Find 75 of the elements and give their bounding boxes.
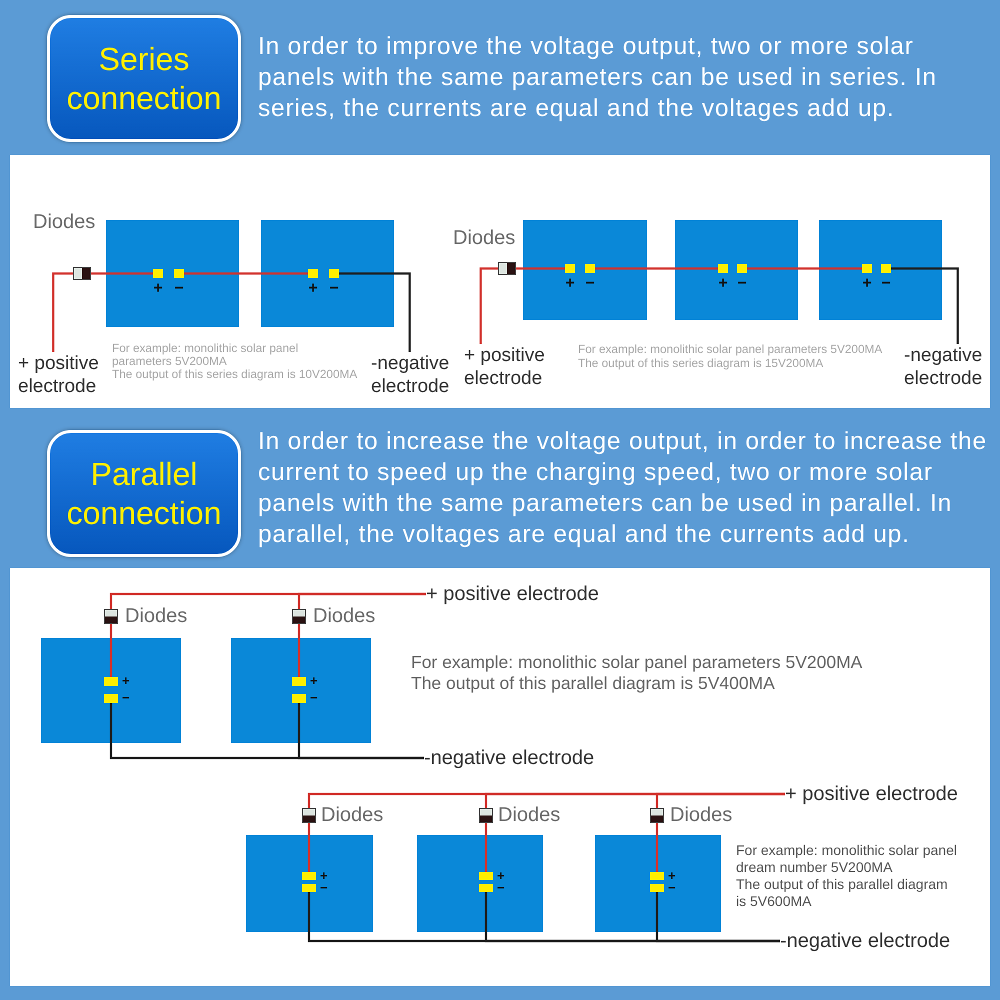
- polarity-sign: +: [122, 674, 130, 687]
- polarity-sign: +: [308, 281, 318, 297]
- description-text: In order to improve the voltage output, two or more solar panels with the same parameters can be used in series. In series, the currents are equal and the voltages add up.: [258, 32, 938, 124]
- description-text: In order to increase the voltage output, in order to increase the current to speed up the charging speed, two or more solar panels with the same parameters can be used in parallel. In parallel, the voltages are equal and the currents add up.: [258, 427, 988, 550]
- electrode-label: + positive electrode: [18, 352, 106, 400]
- wire: [656, 823, 658, 872]
- diode-label: Diodes: [670, 805, 732, 825]
- example-note: For example: monolithic solar panel parameters 5V200MA: [411, 652, 862, 673]
- example-note: The output of this parallel diagram is 5V400MA: [411, 673, 775, 694]
- electrode-label: + positive electrode: [785, 782, 963, 806]
- polarity-sign: −: [497, 881, 505, 894]
- wire: [308, 823, 310, 872]
- solar-panel: [523, 220, 647, 320]
- polarity-sign: +: [565, 276, 575, 292]
- polarity-sign: −: [174, 281, 184, 297]
- solar-panel: [819, 220, 942, 320]
- wire: [184, 272, 308, 275]
- wire: [516, 267, 565, 270]
- wire: [595, 267, 718, 270]
- section-heading: Parallel connection: [47, 430, 241, 557]
- electrode-label: -negative electrode: [904, 344, 988, 392]
- polarity-sign: −: [737, 276, 747, 292]
- wire: [484, 823, 488, 872]
- polarity-sign: −: [122, 691, 130, 704]
- diode-label: Diodes: [125, 606, 188, 626]
- electrode-label: + positive electrode: [426, 582, 604, 606]
- electrode-label: -negative electrode: [424, 746, 602, 770]
- electrode-label: -negative electrode: [780, 929, 958, 953]
- solar-panel: [261, 220, 394, 327]
- solar-panel: [41, 638, 181, 743]
- polarity-sign: +: [153, 281, 163, 297]
- polarity-sign: +: [497, 869, 505, 882]
- polarity-sign: −: [329, 281, 339, 297]
- section-heading: Series connection: [47, 15, 241, 142]
- polarity-sign: −: [668, 881, 676, 894]
- diode-label: Diodes: [321, 805, 384, 825]
- solar-panel: [675, 220, 798, 320]
- wire: [339, 272, 411, 352]
- polarity-sign: +: [320, 869, 328, 882]
- wire: [891, 267, 959, 344]
- wire: [656, 792, 785, 808]
- example-note: For example: monolithic solar panel parameters 5V200MA: [578, 342, 882, 356]
- polarity-sign: +: [862, 276, 872, 292]
- wire: [298, 703, 424, 760]
- wire: [298, 624, 300, 677]
- polarity-sign: +: [668, 869, 676, 882]
- polarity-sign: +: [310, 674, 318, 687]
- example-note: The output of this parallel diagram is 5V600MA: [736, 876, 949, 910]
- example-note: The output of this series diagram is 15V200MA: [578, 356, 824, 370]
- solar-panel: [231, 638, 371, 743]
- wire: [91, 272, 153, 275]
- solar-panel: [246, 835, 373, 932]
- example-note: For example: monolithic solar panel dream number 5V200MA: [736, 842, 958, 876]
- polarity-sign: −: [881, 276, 891, 292]
- diode-label: Diodes: [453, 228, 516, 248]
- polarity-sign: −: [585, 276, 595, 292]
- diode-label: Diodes: [33, 212, 96, 232]
- solar-panel: [595, 835, 721, 932]
- wire: [52, 272, 73, 352]
- electrode-label: + positive electrode: [464, 344, 552, 392]
- wire: [480, 267, 498, 344]
- solar-panel: [106, 220, 239, 327]
- solar-panel: [417, 835, 543, 932]
- diode-label: Diodes: [313, 606, 376, 626]
- wire: [656, 892, 780, 942]
- polarity-sign: −: [320, 881, 328, 894]
- electrode-label: -negative electrode: [371, 352, 457, 400]
- example-note: For example: monolithic solar panel parameters 5V200MA: [112, 342, 300, 368]
- polarity-sign: +: [718, 276, 728, 292]
- polarity-sign: −: [310, 691, 318, 704]
- example-note: The output of this series diagram is 10V200MA: [112, 368, 358, 381]
- wire: [747, 267, 862, 270]
- wire: [298, 592, 426, 609]
- diode-label: Diodes: [498, 805, 560, 825]
- wire: [110, 624, 112, 677]
